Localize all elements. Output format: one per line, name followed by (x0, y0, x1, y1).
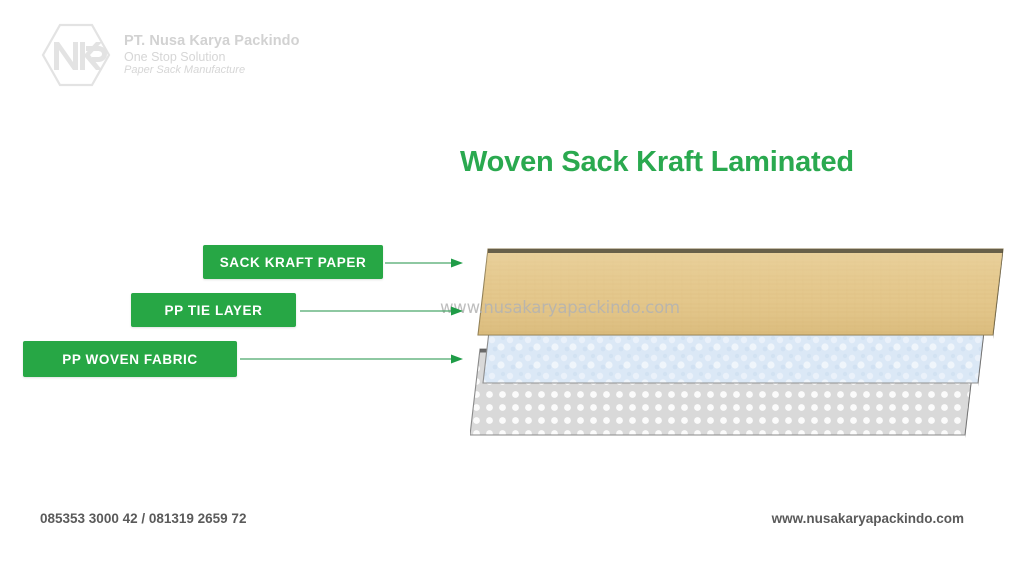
watermark-text: www.nusakaryapackindo.com (440, 298, 680, 317)
footer-website: www.nusakaryapackindo.com (771, 511, 964, 526)
brand-text-block: PT. Nusa Karya Packindo One Stop Solutio… (124, 33, 300, 78)
page-title: Woven Sack Kraft Laminated (460, 146, 854, 178)
sack-kraft-paper-layer (477, 248, 1004, 339)
layer-label-pp-tie-layer: PP TIE LAYER (131, 293, 296, 327)
brand-tagline: One Stop Solution (124, 49, 226, 64)
layer-stack-diagram (470, 245, 1015, 450)
arrow-right-icon-pp-woven-fabric (240, 352, 463, 364)
brand-subtitle: Paper Sack Manufacture (124, 64, 246, 77)
brand-header: PT. Nusa Karya Packindo One Stop Solutio… (40, 22, 300, 88)
layer-label-pp-woven-fabric: PP WOVEN FABRIC (23, 341, 237, 377)
brand-name: PT. Nusa Karya Packindo (124, 32, 300, 49)
layer-label-sack-kraft-paper: SACK KRAFT PAPER (203, 245, 383, 279)
arrow-right-icon-pp-tie-layer (300, 304, 463, 316)
footer-phone: 085353 3000 42 / 081319 2659 72 (40, 511, 247, 526)
nkp-hexagon-logo-icon (40, 22, 112, 88)
arrow-right-icon-sack-kraft-paper (385, 256, 463, 268)
